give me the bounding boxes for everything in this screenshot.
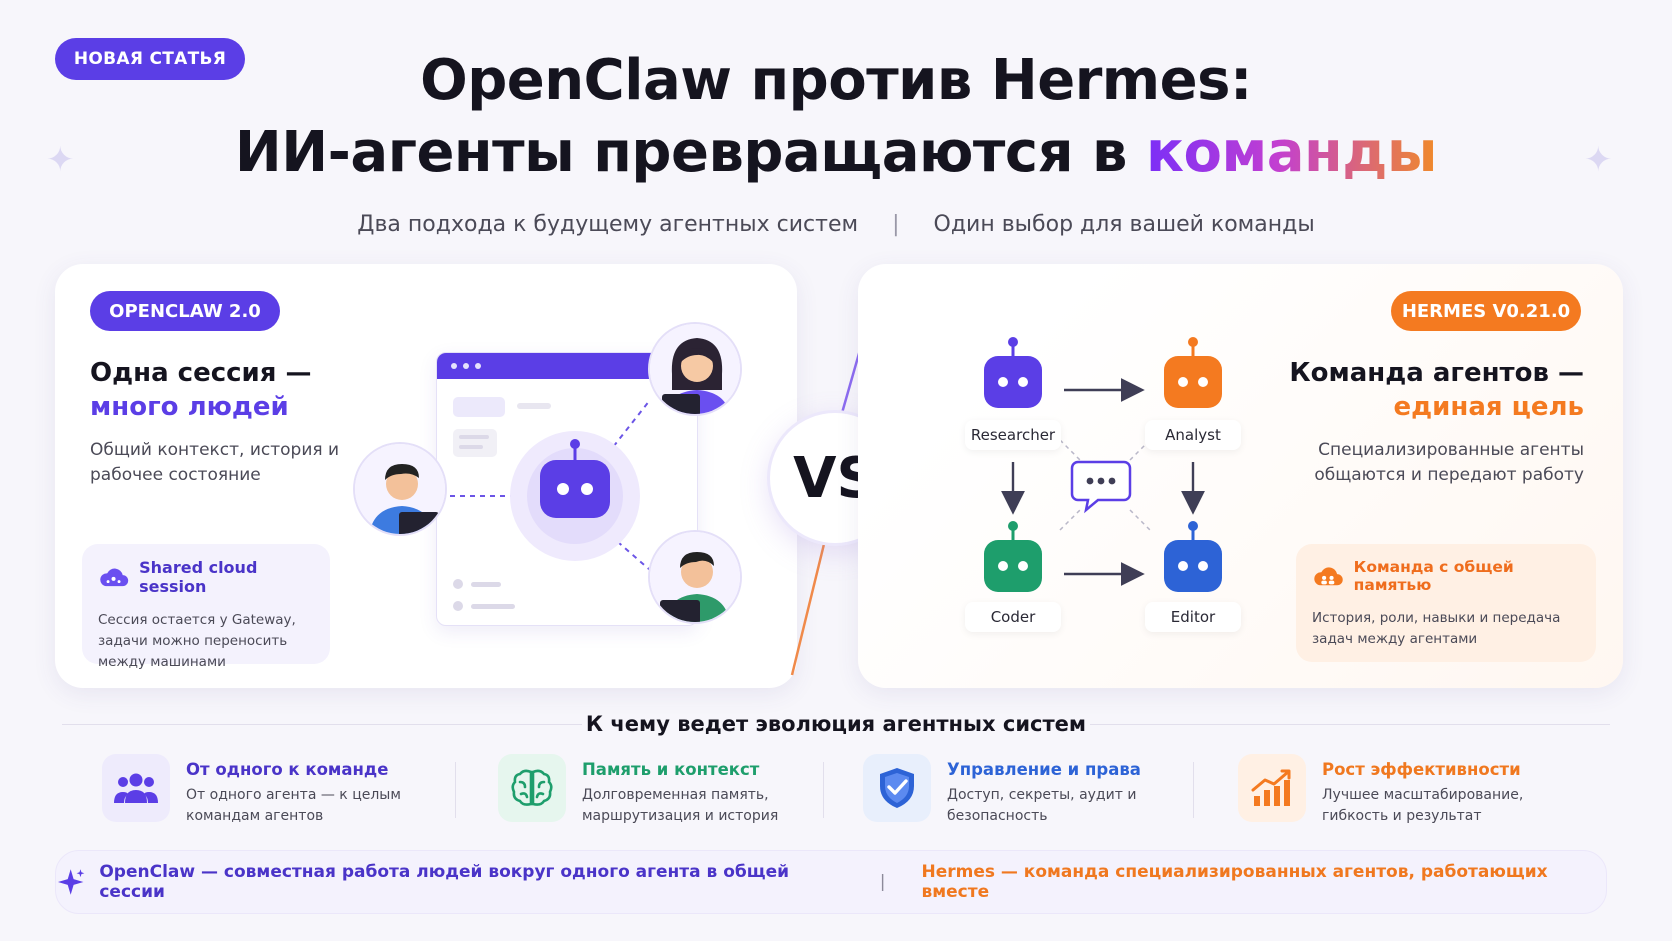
robot-researcher-icon xyxy=(984,337,1042,408)
robot-label-researcher: Researcher xyxy=(965,420,1061,450)
feature-title: Память и контекст xyxy=(582,760,760,779)
sparkle-icon: ✦ xyxy=(1584,140,1613,180)
evolution-divider-right xyxy=(1090,724,1610,725)
title-accent-word: команды xyxy=(1145,120,1438,185)
feature-item: Память и контекст Долговременная память,… xyxy=(498,754,828,824)
feature-text: Долговременная память, маршрутизация и и… xyxy=(582,787,779,824)
robot-label-analyst: Analyst xyxy=(1145,420,1241,450)
shared-cloud-text: Сессия остается у Gateway, задачи можно … xyxy=(98,612,296,670)
people-icon xyxy=(102,754,170,822)
robot-label-coder: Coder xyxy=(965,602,1061,632)
feature-text: Доступ, секреты, аудит и безопасность xyxy=(947,787,1137,824)
robot-coder-icon xyxy=(984,521,1042,592)
summary-hermes: Hermes — команда специализированных аген… xyxy=(921,862,1548,902)
title-line-2-prefix: ИИ-агенты превращаются в xyxy=(234,120,1146,185)
openclaw-heading-line-2: много людей xyxy=(90,392,289,422)
cloud-icon xyxy=(100,568,129,587)
person-avatar-woman xyxy=(648,322,742,416)
robot-editor-icon xyxy=(1164,521,1222,592)
openclaw-tag: OPENCLAW 2.0 xyxy=(90,291,280,331)
feature-separator xyxy=(1193,762,1194,818)
team-memory-text: История, роли, навыки и передача задач м… xyxy=(1312,610,1561,647)
feature-separator xyxy=(455,762,456,818)
feature-text: Лучшее масштабирование, гибкость и резул… xyxy=(1322,787,1524,824)
person-avatar-man-blue xyxy=(353,442,447,536)
sparkle-icon: ✦ xyxy=(46,140,75,180)
title-line-2: ИИ-агенты превращаются в команды xyxy=(0,120,1672,185)
subtitle: Два подхода к будущему агентных систем |… xyxy=(0,212,1672,237)
hermes-heading-line-1: Команда агентов — xyxy=(1289,358,1584,388)
hermes-description: Специализированные агенты общаются и пер… xyxy=(1314,440,1584,485)
openclaw-heading-line-1: Одна сессия — xyxy=(90,358,312,388)
shared-cloud-title: Shared cloud session xyxy=(139,558,258,596)
person-avatar-man-green xyxy=(648,530,742,624)
feature-item: Управление и права Доступ, секреты, ауди… xyxy=(863,754,1153,824)
growth-chart-icon xyxy=(1238,754,1306,822)
hermes-heading: Команда агентов — единая цель xyxy=(1289,356,1584,424)
evolution-title: К чему ведет эволюция агентных систем xyxy=(585,712,1087,736)
hermes-heading-line-2: единая цель xyxy=(1393,392,1585,422)
summary-openclaw: OpenClaw — совместная работа людей вокру… xyxy=(99,862,790,902)
robot-label-editor: Editor xyxy=(1145,602,1241,632)
team-cloud-icon xyxy=(1314,567,1343,586)
chat-bubble-icon xyxy=(1070,460,1132,514)
sparkle-icon xyxy=(57,869,85,895)
brain-icon xyxy=(498,754,566,822)
feature-text: От одного агента — к целым командам аген… xyxy=(186,787,401,824)
feature-item: От одного к команде От одного агента — к… xyxy=(102,754,442,824)
feature-item: Рост эффективности Лучшее масштабировани… xyxy=(1238,754,1568,824)
summary-separator: | xyxy=(879,872,886,892)
team-flow-arrows xyxy=(1001,378,1205,586)
evolution-divider-left xyxy=(62,724,582,725)
new-article-badge: НОВАЯ СТАТЬЯ xyxy=(55,38,245,80)
subtitle-right: Один выбор для вашей команды xyxy=(933,212,1315,237)
team-memory-title: Команда с общей памятью xyxy=(1353,558,1514,594)
feature-title: От одного к команде xyxy=(186,760,389,779)
subtitle-left: Два подхода к будущему агентных систем xyxy=(357,212,859,237)
feature-title: Управление и права xyxy=(947,760,1141,779)
openclaw-description: Общий контекст, история и рабочее состоя… xyxy=(90,440,340,485)
shared-cloud-card: Shared cloud session Сессия остается у G… xyxy=(82,544,330,670)
summary-strip: OpenClaw — совместная работа людей вокру… xyxy=(55,850,1607,914)
team-memory-card: Команда с общей памятью История, роли, н… xyxy=(1296,544,1596,662)
openclaw-heading: Одна сессия — много людей xyxy=(90,356,312,424)
title-line-1: OpenClaw против Hermes: xyxy=(420,48,1252,113)
feature-title: Рост эффективности xyxy=(1322,760,1521,779)
subtitle-separator: | xyxy=(892,212,900,237)
browser-content xyxy=(453,397,551,611)
feature-separator xyxy=(823,762,824,818)
hermes-tag: HERMES V0.21.0 xyxy=(1391,291,1581,331)
shield-icon xyxy=(863,754,931,822)
robot-hub-icon xyxy=(540,439,610,518)
robot-analyst-icon xyxy=(1164,337,1222,408)
